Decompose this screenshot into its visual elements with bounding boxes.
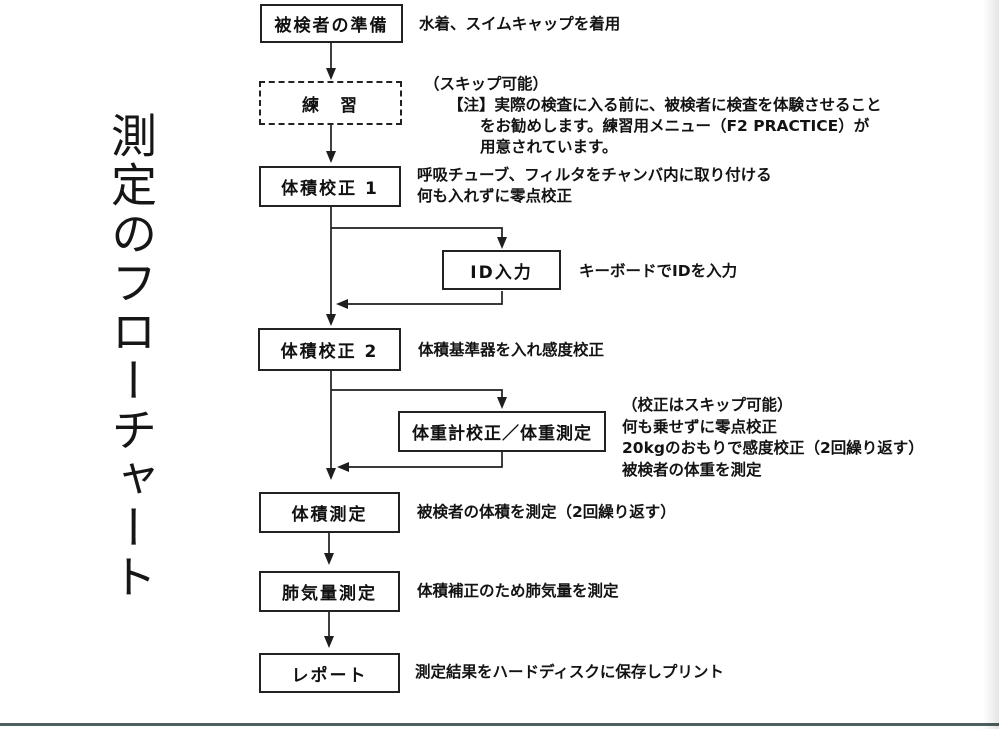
arrowhead-practice	[326, 68, 336, 80]
page-title-vertical: 測定のフローチャート	[104, 112, 158, 602]
arrowhead-report	[324, 636, 334, 648]
note-subject-prep: 水着、スイムキャップを着用	[419, 15, 621, 33]
note-line: 呼吸チューブ、フィルタをチャンバ内に取り付ける	[417, 166, 772, 184]
note-volume-measure: 被検者の体積を測定（2回繰り返す）	[417, 503, 676, 521]
note-weight-cal: （校正はスキップ可能） 何も乗せずに零点校正 20kgのおもりで感度校正（2回繰…	[622, 395, 924, 481]
note-volume-cal2: 体積基準器を入れ感度校正	[418, 341, 605, 359]
flow-box-label: 被検者の準備	[274, 16, 389, 36]
flow-box-volume-cal2: 体積校正 2	[258, 328, 401, 371]
arrowhead-lung	[324, 553, 334, 565]
flow-box-label: 練 習	[302, 95, 359, 116]
note-line: （校正はスキップ可能）	[622, 396, 793, 414]
line-branch-to-id	[331, 227, 503, 237]
flow-box-report: レポート	[259, 653, 400, 693]
arrowhead-volcal2	[326, 314, 336, 326]
note-line: 被検者の体重を測定	[622, 460, 762, 479]
note-id-input: キーボードでIDを入力	[579, 262, 738, 280]
flow-box-label: 体積測定	[291, 505, 368, 525]
bottom-margin	[0, 726, 999, 729]
flow-box-subject-prep: 被検者の準備	[260, 4, 403, 43]
note-practice: （スキップ可能） 【注】実際の検査に入る前に、被検者に検査を体験させること をお…	[424, 74, 882, 158]
flow-box-label: レポート	[291, 665, 368, 686]
note-line: 何も入れずに零点校正	[417, 187, 573, 205]
flow-box-volume-measure: 体積測定	[259, 492, 400, 533]
note-lung-measure: 体積補正のため肺気量を測定	[417, 582, 619, 600]
note-line: （スキップ可能）	[424, 75, 549, 93]
line-branch-to-weight	[331, 389, 503, 397]
arrowhead-weight-return	[337, 462, 349, 472]
flow-box-practice: 練 習	[259, 81, 402, 125]
flow-box-label: 体重計校正／体重測定	[412, 424, 592, 444]
note-line: 20kgのおもりで感度校正（2回繰り返す）	[622, 439, 924, 457]
bottom-rule	[0, 723, 999, 726]
note-report: 測定結果をハードディスクに保存しプリント	[415, 663, 724, 681]
arrowhead-id-input	[497, 237, 507, 249]
arrowhead-id-return	[336, 299, 348, 309]
note-line: 用意されています。	[480, 138, 618, 156]
flow-box-label: ID入力	[470, 262, 533, 283]
flow-box-id-input: ID入力	[442, 250, 561, 290]
line-weight-return	[349, 452, 503, 468]
note-volume-cal1: 呼吸チューブ、フィルタをチャンバ内に取り付ける 何も入れずに零点校正	[417, 165, 772, 207]
right-edge-shadow	[983, 0, 999, 729]
flow-box-lung-measure: 肺気量測定	[259, 571, 400, 612]
flow-box-volume-cal1: 体積校正 1	[259, 166, 401, 207]
line-id-return	[348, 291, 503, 305]
flow-box-weight-cal: 体重計校正／体重測定	[398, 411, 606, 452]
flow-box-label: 体積校正 2	[280, 342, 379, 362]
flow-box-label: 体積校正 1	[281, 179, 379, 199]
arrowhead-volmeas	[326, 468, 336, 480]
arrowhead-weight	[497, 397, 507, 409]
note-line: 何も乗せずに零点校正	[622, 417, 778, 436]
note-line: 【注】実際の検査に入る前に、被検者に検査を体験させること	[448, 96, 882, 114]
arrowhead-volcal1	[326, 151, 336, 163]
note-line: をお勧めします。練習用メニュー（F2 PRACTICE）が	[480, 117, 870, 135]
flow-box-label: 肺気量測定	[282, 584, 377, 604]
